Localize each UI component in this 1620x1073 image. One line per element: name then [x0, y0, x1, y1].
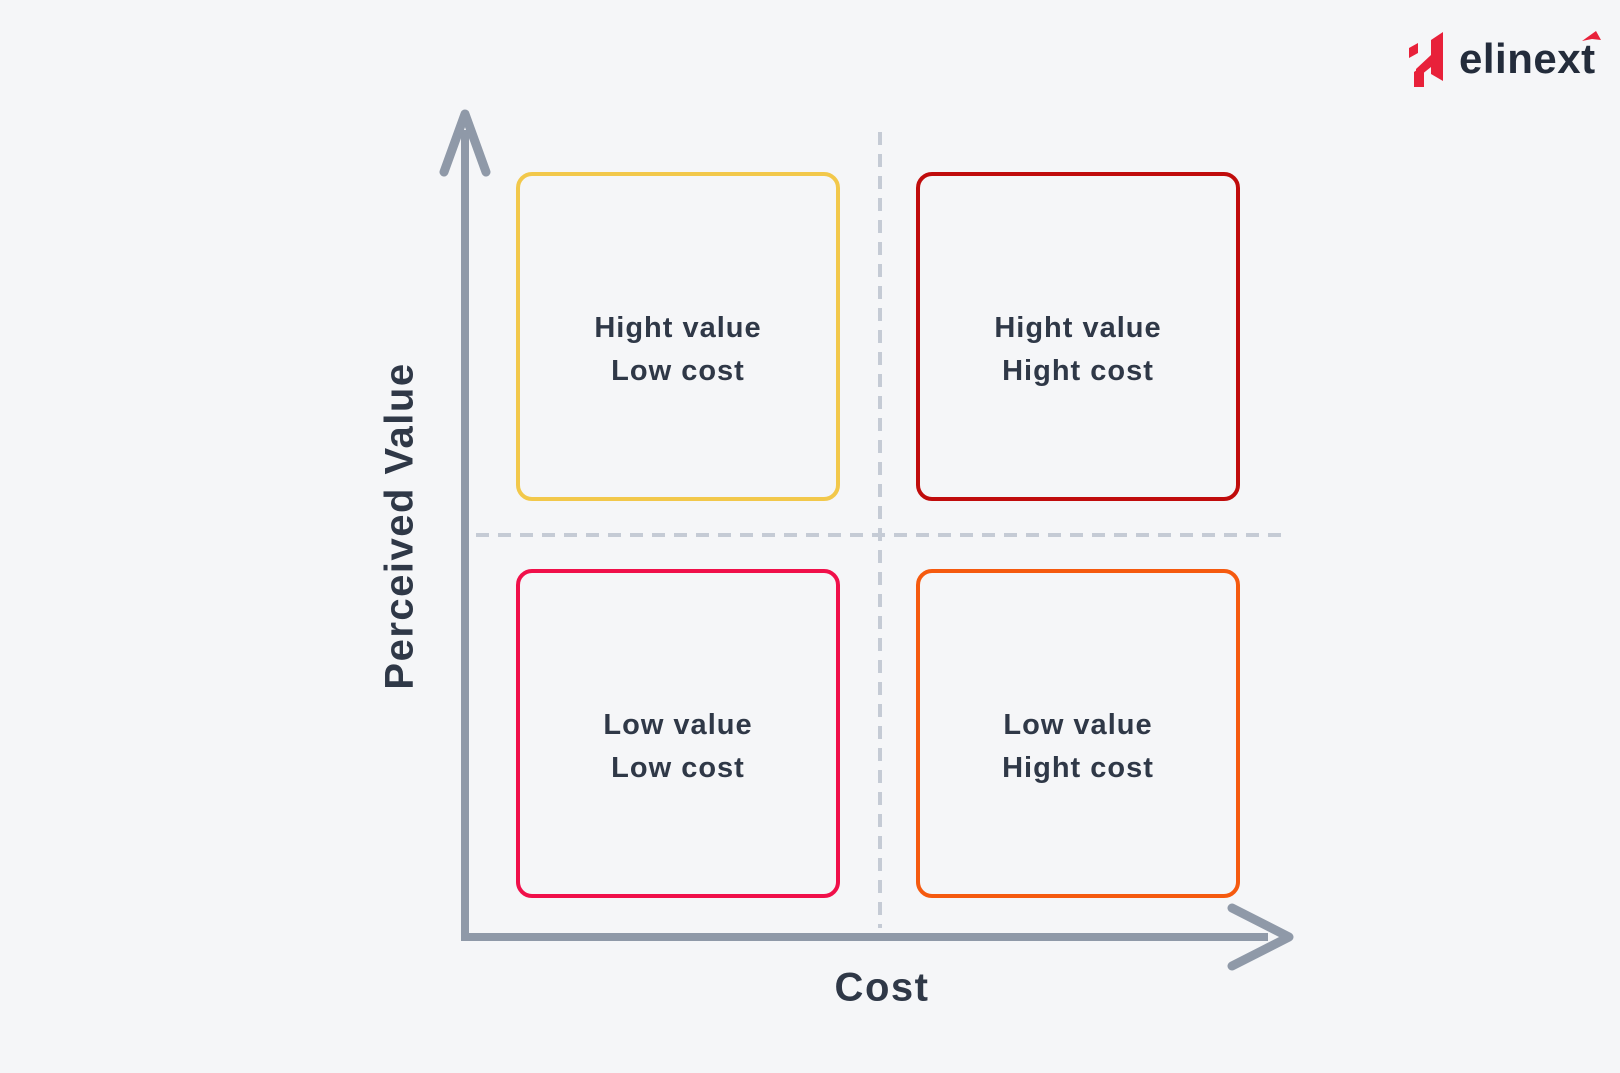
logo-mark-square	[1409, 43, 1418, 58]
x-axis-arrowhead-icon	[1227, 903, 1294, 971]
quadrant-label-line2: Hight cost	[1002, 355, 1154, 387]
y-axis-arrowhead-icon	[439, 109, 491, 177]
quadrant-label-line1: Low value	[1003, 708, 1153, 741]
elinext-logo-text: elinext	[1459, 31, 1601, 82]
x-axis-label: Cost	[834, 965, 930, 1010]
quadrant-label-line2: Low cost	[611, 355, 745, 387]
logo-arrow-accent-icon	[1581, 30, 1601, 44]
logo-mark-left-bar	[1414, 65, 1424, 87]
quadrant-label-line1: Hight value	[594, 311, 762, 344]
quadrant-label-line2: Low cost	[611, 752, 745, 784]
y-axis-label: Perceived Value	[377, 362, 422, 690]
logo-mark-right-bar	[1431, 32, 1443, 81]
elinext-logo-icon	[1409, 32, 1443, 87]
quadrant-label-line1: Low value	[603, 708, 753, 741]
elinext-logo-wordmark: elinext	[1459, 35, 1596, 82]
elinext-logo: elinext	[1408, 30, 1601, 88]
axis-lines	[461, 130, 1268, 941]
quadrant-high-value-high-cost: Hight value Hight cost	[916, 172, 1240, 501]
quadrant-label-line2: Hight cost	[1002, 752, 1154, 784]
quadrant-low-value-low-cost: Low value Low cost	[516, 569, 840, 898]
quadrant-label-line1: Hight value	[994, 311, 1162, 344]
quadrant-high-value-low-cost: Hight value Low cost	[516, 172, 840, 501]
quadrant-low-value-high-cost: Low value Hight cost	[916, 569, 1240, 898]
